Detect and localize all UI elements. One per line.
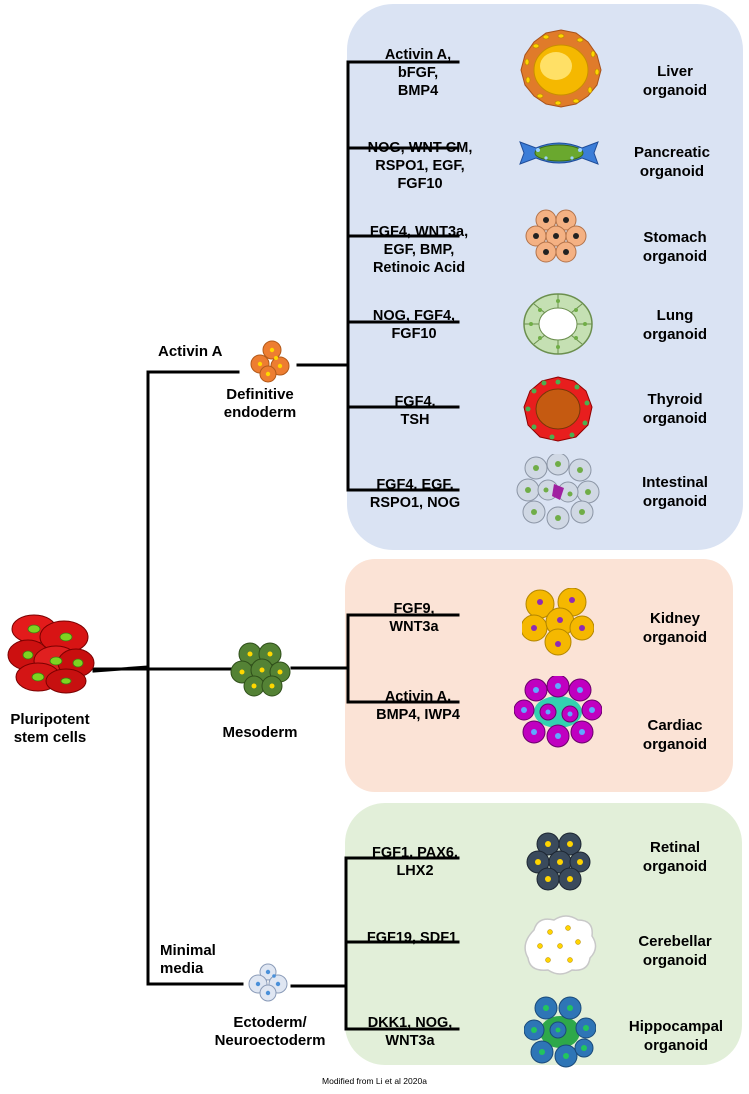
stomach-organoid-icon (525, 209, 587, 263)
liver-organoid-label: Liver organoid (642, 63, 708, 99)
pancreatic-factors: NOG, WNT CM, RSPO1, EGF, FGF10 (367, 140, 473, 192)
lung-organoid-icon (523, 293, 593, 355)
endoderm-label: Definitive endoderm (223, 386, 297, 421)
intestinal-factors: FGF4, EGF, RSPO1, NOG (369, 477, 461, 511)
cardiac-organoid-label: Cardiac organoid (642, 717, 708, 753)
hippocampal-factors: DKK1, NOG, WNT3a (367, 1015, 453, 1049)
retinal-organoid-label: Retinal organoid (642, 839, 708, 875)
intestinal-organoid-icon (516, 454, 600, 530)
cardiac-factors: Activin A, BMP4, IWP4 (376, 689, 460, 723)
mesoderm-label: Mesoderm (222, 724, 298, 741)
definitive-endoderm-cells-icon (250, 340, 290, 383)
lung-organoid-label: Lung organoid (642, 307, 708, 343)
thyroid-organoid-icon (523, 376, 593, 442)
ectoderm-label: Ectoderm/ Neuroectoderm (214, 1014, 326, 1049)
lung-factors: NOG, FGF4, FGF10 (372, 308, 456, 342)
pluripotent-label: Pluripotent stem cells (10, 711, 90, 746)
kidney-organoid-icon (522, 588, 594, 656)
kidney-organoid-label: Kidney organoid (642, 610, 708, 646)
hippocampal-organoid-icon (524, 996, 596, 1068)
thyroid-organoid-label: Thyroid organoid (642, 391, 708, 427)
pluripotent-stem-cells-icon (7, 614, 95, 694)
cerebellar-organoid-label: Cerebellar organoid (638, 933, 712, 969)
mesoderm-cells-icon (230, 642, 291, 697)
endoderm-condition-label: Activin A (158, 343, 223, 360)
hippocampal-organoid-label: Hippocampal organoid (628, 1018, 724, 1054)
kidney-factors: FGF9, WNT3a (389, 601, 439, 635)
cerebellar-organoid-icon (524, 915, 597, 975)
liver-organoid-icon (520, 29, 602, 108)
stomach-factors: FGF4, WNT3a, EGF, BMP, Retinoic Acid (369, 224, 469, 276)
stomach-organoid-label: Stomach organoid (642, 229, 708, 265)
cardiac-organoid-icon (514, 676, 602, 748)
liver-factors: Activin A, bFGF, BMP4 (384, 47, 452, 99)
ectoderm-condition-label: Minimal media (160, 942, 216, 977)
pancreatic-organoid-label: Pancreatic organoid (634, 144, 710, 180)
pancreatic-organoid-icon (519, 141, 599, 165)
credit-note: Modified from Li et al 2020a (322, 1076, 427, 1086)
thyroid-factors: FGF4, TSH (394, 394, 436, 428)
retinal-organoid-icon (526, 832, 591, 891)
ectoderm-cells-icon (248, 963, 288, 1002)
retinal-factors: FGF1, PAX6, LHX2 (372, 845, 458, 879)
cerebellar-factors: FGF19, SDF1 (366, 930, 458, 946)
intestinal-organoid-label: Intestinal organoid (642, 474, 708, 510)
